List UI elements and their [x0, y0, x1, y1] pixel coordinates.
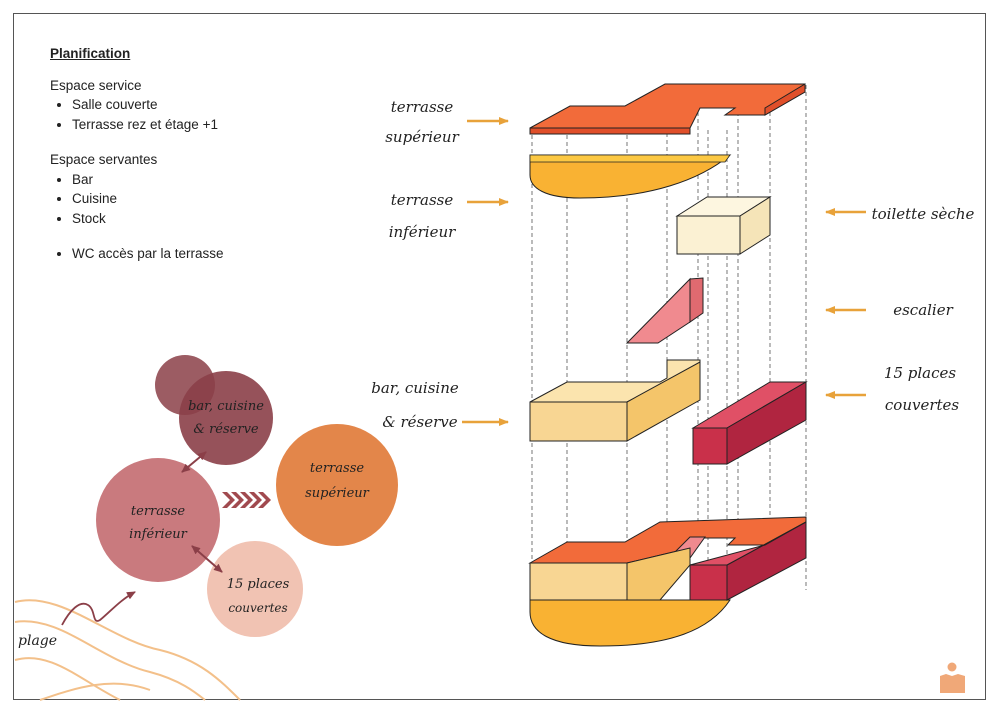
bubble-label: terrasse	[310, 461, 364, 476]
bar-block-side	[626, 361, 701, 442]
axo-label: 15 places	[884, 364, 956, 382]
extra-list: WC accès par la terrasse	[50, 244, 250, 264]
plage-label: plage	[18, 633, 57, 649]
upper-terrace-edge	[529, 127, 691, 135]
list-item: Cuisine	[72, 189, 250, 209]
covered-block-front	[692, 427, 728, 465]
bubble-places	[207, 541, 303, 637]
list-item: Bar	[72, 170, 250, 190]
planning-title: Planification	[50, 46, 131, 61]
service-list: Salle couverte Terrasse rez et étage +1	[50, 95, 250, 134]
lower-terrace-top	[529, 154, 731, 163]
bubble-terrasse-inf	[96, 458, 220, 582]
bubble-terrasse-sup	[276, 424, 398, 546]
beach-wave	[14, 657, 121, 701]
toilet-box-front	[676, 215, 741, 255]
link-arrow	[181, 451, 207, 473]
axo-label: inférieur	[389, 223, 456, 241]
bar-block-front	[529, 401, 628, 442]
list-item: WC accès par la terrasse	[72, 244, 250, 264]
axo-label: escalier	[893, 301, 953, 319]
servant-list: Bar Cuisine Stock	[50, 170, 250, 229]
bubble-label: couvertes	[228, 601, 287, 615]
bubble-label: terrasse	[131, 504, 185, 519]
axo-label: bar, cuisine	[371, 379, 459, 397]
corner-logo	[940, 662, 965, 693]
service-heading: Espace service	[50, 77, 142, 93]
bubble-diagram: bar, cuisine & réserve terrasse inférieu…	[14, 355, 398, 701]
list-item: Salle couverte	[72, 95, 250, 115]
axo-label: couvertes	[885, 396, 960, 414]
planning-notes: Planification Espace service Salle couve…	[50, 44, 250, 280]
bubble-label: & réserve	[193, 422, 259, 437]
axo-label: toilette sèche	[872, 205, 975, 223]
bubble-label: supérieur	[305, 486, 369, 501]
bubble-bar	[179, 371, 273, 465]
bubble-label: 15 places	[227, 577, 290, 592]
upper-terrace-slab	[529, 83, 806, 129]
covered-block-side	[726, 381, 807, 465]
link-arrow	[191, 545, 223, 573]
staircase-front	[625, 277, 691, 344]
beach-wave	[39, 682, 151, 701]
beach-wave	[14, 599, 241, 701]
axo-label: & réserve	[382, 413, 457, 431]
axo-label: terrasse	[391, 98, 454, 116]
beach-wave	[14, 620, 206, 701]
assembled-base-slab	[529, 599, 731, 647]
page-frame	[13, 13, 986, 700]
servant-heading: Espace servantes	[50, 152, 158, 167]
toilet-box-side	[739, 196, 771, 255]
assembled-bar-side	[626, 547, 691, 601]
squiggle-arrow	[61, 591, 136, 626]
staircase-side	[689, 277, 704, 323]
upper-terrace-edge	[764, 83, 806, 116]
list-item: Terrasse rez et étage +1	[72, 115, 250, 135]
bubble-label: inférieur	[129, 527, 187, 542]
axo-label: supérieur	[385, 128, 459, 146]
assembled-covered-top	[689, 521, 807, 566]
assembled-bar-front	[529, 562, 628, 601]
chevron-arrow-icon	[222, 492, 271, 508]
axonometric-diagram: terrasse supérieur terrasse inférieur to…	[371, 83, 975, 647]
axo-label: terrasse	[391, 191, 454, 209]
bubble-label: bar, cuisine	[188, 399, 264, 414]
lower-terrace-slab	[529, 154, 732, 199]
list-item: Stock	[72, 209, 250, 229]
assembled-covered-front	[689, 564, 728, 601]
